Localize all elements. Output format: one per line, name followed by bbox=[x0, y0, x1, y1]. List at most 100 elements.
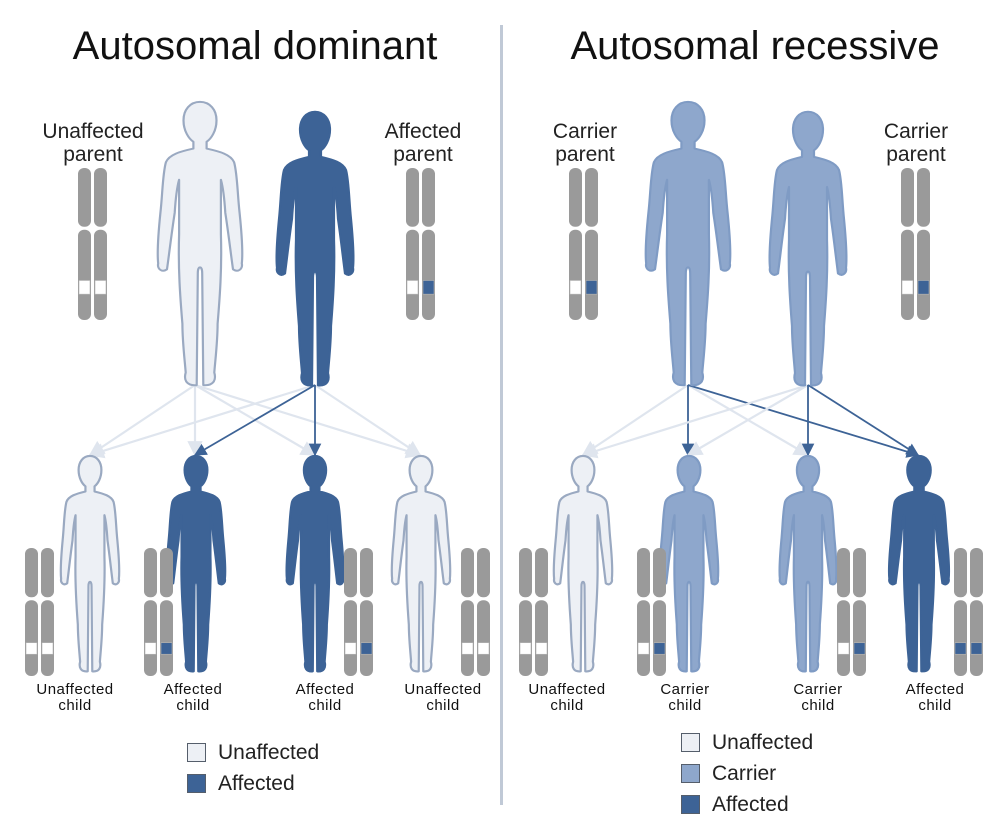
chromatid-lower bbox=[344, 600, 357, 676]
affected-swatch bbox=[187, 774, 206, 793]
parent-label-line1: Carrier bbox=[883, 120, 949, 143]
normal-allele-band bbox=[406, 280, 419, 295]
normal-allele-band bbox=[901, 280, 914, 295]
chromatid-lower bbox=[41, 600, 54, 676]
chromatid-upper bbox=[637, 548, 650, 598]
chromatid-upper bbox=[406, 168, 419, 227]
inheritance-arrow-normal bbox=[581, 383, 809, 459]
chromatid-upper bbox=[25, 548, 38, 598]
unaffected-swatch bbox=[187, 743, 206, 762]
figure-parent-unaffected-silhouette bbox=[156, 100, 244, 387]
child-label: Carrier child bbox=[630, 682, 740, 714]
parent-label-recessive-carrier-right: Carrier parent bbox=[846, 120, 986, 166]
parent-label-recessive-carrier-left: Carrier parent bbox=[515, 120, 655, 166]
parent-label-line2: parent bbox=[63, 143, 123, 166]
normal-allele-band bbox=[144, 642, 157, 655]
chromatid-lower bbox=[477, 600, 490, 676]
child-label-line1: Carrier bbox=[660, 681, 710, 698]
child-label-line1: Carrier bbox=[793, 681, 843, 698]
chromatid-lower bbox=[954, 600, 967, 676]
legend-label: Unaffected bbox=[218, 740, 320, 764]
figure-child-carrier bbox=[778, 454, 838, 673]
inheritance-arrow-normal bbox=[194, 383, 422, 459]
chromatid-lower bbox=[837, 600, 850, 676]
normal-allele-band bbox=[519, 642, 532, 655]
chromatid-lower bbox=[78, 229, 91, 320]
figure-child-affected-silhouette bbox=[887, 454, 951, 673]
inheritance-arrow-normal bbox=[88, 383, 316, 459]
legend-label: Affected bbox=[712, 792, 789, 816]
chromatid-upper bbox=[954, 548, 967, 598]
parent-label-line2: parent bbox=[886, 143, 946, 166]
chromatid-lower bbox=[637, 600, 650, 676]
chromatid-upper bbox=[535, 548, 548, 598]
child-label: Unaffected child bbox=[388, 682, 498, 714]
parent-label-line2: parent bbox=[555, 143, 615, 166]
chromatid-upper bbox=[519, 548, 532, 598]
child-label: Unaffected child bbox=[20, 682, 130, 714]
chromosome-pair-dominant-unaffected-parent bbox=[78, 168, 107, 320]
child-label-line2: child bbox=[918, 697, 952, 714]
chromatid-upper bbox=[78, 168, 91, 227]
inheritance-arrow-mutant bbox=[193, 384, 316, 456]
child-label: Unaffected child bbox=[512, 682, 622, 714]
chromatid-lower bbox=[653, 600, 666, 676]
chromatid-upper bbox=[144, 548, 157, 598]
chromatid-upper bbox=[360, 548, 373, 598]
mutant-allele-band bbox=[970, 642, 983, 655]
inheritance-arrows bbox=[88, 383, 920, 459]
figure-child-affected-silhouette bbox=[285, 454, 345, 673]
figure-child-affected bbox=[887, 454, 951, 673]
inheritance-arrow-normal bbox=[88, 384, 196, 456]
chromatid-lower bbox=[461, 600, 474, 676]
chromosomes bbox=[25, 168, 983, 676]
chromosome-pair-child bbox=[144, 548, 173, 676]
figure-parent-carrier-right bbox=[768, 110, 848, 387]
chromatid-upper bbox=[160, 548, 173, 598]
chromosome-pair-child bbox=[344, 548, 373, 676]
normal-allele-band bbox=[569, 280, 582, 295]
chromatid-lower bbox=[535, 600, 548, 676]
chromatid-upper bbox=[344, 548, 357, 598]
legend-label: Affected bbox=[218, 771, 295, 795]
legend-item-unaffected: Unaffected bbox=[187, 737, 319, 768]
figure-child-unaffected-silhouette bbox=[59, 454, 121, 673]
legend-item-unaffected: Unaffected bbox=[681, 727, 813, 758]
panel-divider bbox=[500, 25, 503, 805]
legend-item-carrier: Carrier bbox=[681, 758, 813, 789]
chromatid-upper bbox=[569, 168, 582, 227]
figure-parent-affected-silhouette bbox=[275, 110, 355, 387]
mutant-allele-band bbox=[360, 642, 373, 655]
dominant-title: Autosomal dominant bbox=[72, 24, 438, 68]
normal-allele-band bbox=[535, 642, 548, 655]
figure-child-affected bbox=[165, 454, 227, 673]
normal-allele-band bbox=[637, 642, 650, 655]
figure-child-unaffected bbox=[59, 454, 121, 673]
child-label-line1: Affected bbox=[163, 681, 223, 698]
child-label-line2: child bbox=[550, 697, 584, 714]
normal-allele-band bbox=[41, 642, 54, 655]
figure-parent-carrier-right-silhouette bbox=[768, 110, 848, 387]
inheritance-arrow-normal bbox=[314, 384, 422, 456]
inheritance-arrow-mutant bbox=[807, 384, 920, 456]
figure-child-carrier bbox=[658, 454, 720, 673]
legend-label: Unaffected bbox=[712, 730, 814, 754]
figure-child-carrier-silhouette bbox=[658, 454, 720, 673]
child-label-line2: child bbox=[426, 697, 460, 714]
child-label: Affected child bbox=[880, 682, 990, 714]
chromatid-lower bbox=[160, 600, 173, 676]
chromosome-pair-child bbox=[519, 548, 548, 676]
figure-child-unaffected-silhouette bbox=[552, 454, 614, 673]
unaffected-swatch bbox=[681, 733, 700, 752]
normal-allele-band bbox=[477, 642, 490, 655]
normal-allele-band bbox=[25, 642, 38, 655]
chromatid-upper bbox=[461, 548, 474, 598]
legend-item-affected: Affected bbox=[187, 768, 319, 799]
carrier-swatch bbox=[681, 764, 700, 783]
chromatid-upper bbox=[653, 548, 666, 598]
figure-child-unaffected bbox=[552, 454, 614, 673]
chromatid-upper bbox=[422, 168, 435, 227]
legend-label: Carrier bbox=[712, 761, 777, 785]
child-label-line2: child bbox=[668, 697, 702, 714]
chromosome-pair-recessive-carrier-parent bbox=[901, 168, 930, 320]
